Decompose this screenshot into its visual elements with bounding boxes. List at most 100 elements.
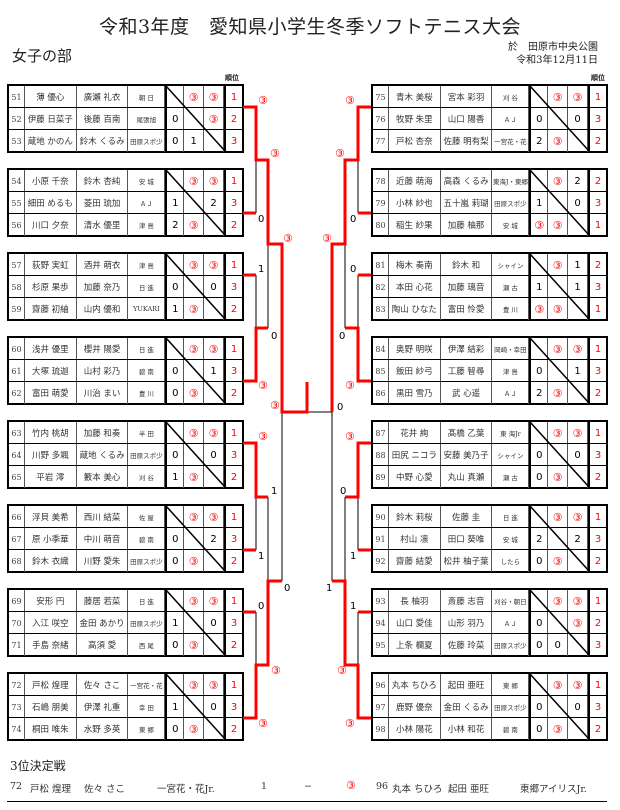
row-divider xyxy=(373,107,606,108)
player1-name: 細田 めるも xyxy=(25,192,77,214)
club-name: 津 島 xyxy=(128,214,166,236)
score-cell: ③ xyxy=(184,634,205,656)
row-divider xyxy=(9,527,242,528)
score-cell: ③ xyxy=(184,718,205,740)
score-cell: 0 xyxy=(529,550,549,572)
bracket-score: 1 xyxy=(258,551,264,562)
bracket-score: 0 xyxy=(339,331,345,342)
score-cell xyxy=(568,718,589,740)
tp-left-score: 1 xyxy=(261,781,268,792)
score-cell: ③ xyxy=(204,170,225,192)
entry-number: 73 xyxy=(9,696,25,718)
player1-name: 川口 夕奈 xyxy=(25,214,77,236)
club-name: 田原スポ少 xyxy=(492,192,530,214)
score-cell: ③ xyxy=(568,338,589,360)
club-name: シャイン xyxy=(492,254,530,276)
score-cell xyxy=(548,696,569,718)
player1-name: 中野 心愛 xyxy=(389,466,441,488)
entry-number: 65 xyxy=(9,466,25,488)
rank-cell: 2 xyxy=(588,254,606,276)
rank-cell: 3 xyxy=(588,696,606,718)
player2-name: 田口 葵唯 xyxy=(441,528,493,550)
player1-name: 小原 千奈 xyxy=(25,170,77,192)
rank-cell: 2 xyxy=(588,170,606,192)
score-cell: ③ xyxy=(184,466,205,488)
entry-number: 91 xyxy=(373,528,389,550)
bracket-score: 0 xyxy=(258,214,264,225)
score-cell: ③ xyxy=(548,674,569,696)
entry-number: 62 xyxy=(9,382,25,404)
player2-name: 櫻井 陽愛 xyxy=(77,338,129,360)
player2-name: 工藤 智尋 xyxy=(441,360,493,382)
entry-number: 85 xyxy=(373,360,389,382)
entry-number: 84 xyxy=(373,338,389,360)
score-cell xyxy=(529,506,549,528)
score-cell: ③ xyxy=(548,214,569,236)
score-cell xyxy=(529,170,549,192)
player1-name: 小林 紗也 xyxy=(389,192,441,214)
score-cell xyxy=(204,634,225,656)
entry-number: 54 xyxy=(9,170,25,192)
club-name: 日 進 xyxy=(128,338,166,360)
score-cell: 2 xyxy=(165,214,185,236)
score-cell: 2 xyxy=(529,382,549,404)
venue: 於 田原市中央公園 xyxy=(508,42,598,53)
bracket-score: ③ xyxy=(258,717,268,730)
score-cell: 1 xyxy=(529,192,549,214)
entry-number: 58 xyxy=(9,276,25,298)
score-cell: ③ xyxy=(568,674,589,696)
entry-number: 97 xyxy=(373,696,389,718)
score-cell xyxy=(184,612,205,634)
club-name: ＡＪ xyxy=(128,192,166,214)
score-cell: ③ xyxy=(548,550,569,572)
rank-cell: 2 xyxy=(588,718,606,740)
bracket-score: 0 xyxy=(350,214,356,225)
score-cell: ③ xyxy=(568,612,589,634)
player2-name: 起田 亜旺 xyxy=(441,674,493,696)
row-divider xyxy=(9,465,242,466)
player2-name: 高須 愛 xyxy=(77,634,129,656)
player1-name: 浮貝 美希 xyxy=(25,506,77,528)
entry-number: 96 xyxy=(373,674,389,696)
score-cell: 0 xyxy=(568,696,589,718)
rank-cell: 1 xyxy=(588,86,606,108)
entry-number: 87 xyxy=(373,422,389,444)
bracket-score: ③ xyxy=(258,94,268,107)
player1-name: 戸松 煌理 xyxy=(25,674,77,696)
player1-name: 田尻 ニコラ xyxy=(389,444,441,466)
player2-name: 鈴木 くるみ xyxy=(77,130,129,152)
player1-name: 黒田 雪乃 xyxy=(389,382,441,404)
player2-name: 水野 多英 xyxy=(77,718,129,740)
club-name: 東 郷 xyxy=(128,718,166,740)
entry-number: 52 xyxy=(9,108,25,130)
player1-name: 安形 円 xyxy=(25,590,77,612)
row-divider xyxy=(9,129,242,130)
bracket-score: ③ xyxy=(322,232,332,245)
entry-number: 94 xyxy=(373,612,389,634)
player1-name: 平岩 澪 xyxy=(25,466,77,488)
player2-name: 菱田 琉加 xyxy=(77,192,129,214)
score-cell: ③ xyxy=(184,550,205,572)
player1-name: 本田 心花 xyxy=(389,276,441,298)
score-cell: 1 xyxy=(184,130,205,152)
date: 令和3年12月11日 xyxy=(516,55,598,66)
player1-name: 村山 凛 xyxy=(389,528,441,550)
score-cell: 1 xyxy=(165,696,185,718)
rank-cell: 2 xyxy=(588,382,606,404)
rank-cell: 2 xyxy=(224,466,242,488)
score-cell xyxy=(165,506,185,528)
score-cell: 0 xyxy=(204,276,225,298)
club-name: 瀬 古 xyxy=(492,466,530,488)
